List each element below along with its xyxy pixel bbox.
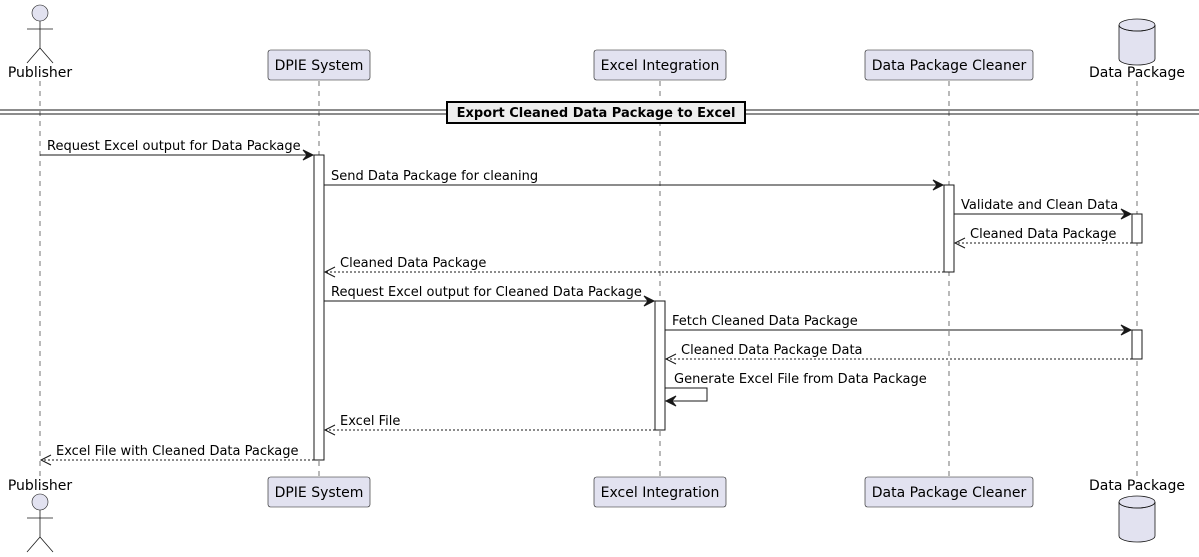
message-arrowhead [1120, 324, 1133, 336]
divider-label: Export Cleaned Data Package to Excel [457, 106, 736, 121]
activation-bar-dpie [313, 154, 325, 461]
message-label: Cleaned Data Package Data [681, 343, 863, 358]
participant-box [267, 476, 371, 508]
message-3: Validate and Clean Data [954, 198, 1133, 220]
message-arrowhead [664, 353, 677, 365]
message-7: Fetch Cleaned Data Package [665, 314, 1133, 336]
message-6: Request Excel output for Cleaned Data Pa… [324, 285, 656, 307]
participant-excel-bottom: Excel Integration [593, 476, 727, 508]
participant-dpie-top: DPIE System [267, 49, 371, 81]
database-icon [1118, 495, 1156, 543]
message-2: Send Data Package for cleaning [324, 169, 945, 191]
message-8: Cleaned Data Package Data [664, 343, 1132, 365]
message-arrowhead [664, 395, 677, 407]
message-10: Excel File [323, 414, 655, 436]
participant-box [864, 476, 1034, 508]
message-label: Request Excel output for Cleaned Data Pa… [331, 285, 642, 300]
message-5: Cleaned Data Package [323, 256, 944, 278]
participant-cleaner-top: Data Package Cleaner [864, 49, 1034, 81]
activation-bar-excel [654, 300, 666, 431]
database-icon [1118, 18, 1156, 66]
message-label: Excel File [340, 414, 400, 429]
participant-label: Excel Integration [601, 485, 720, 501]
message-4: Cleaned Data Package [953, 227, 1132, 249]
message-label: Validate and Clean Data [961, 198, 1118, 213]
message-label: Fetch Cleaned Data Package [672, 314, 858, 329]
participant-label: Data Package [1089, 65, 1185, 81]
participant-label: Excel Integration [601, 58, 720, 74]
message-9: Generate Excel File from Data Package [664, 372, 927, 407]
message-arrowhead [323, 424, 336, 436]
message-label: Generate Excel File from Data Package [674, 372, 927, 387]
participant-cleaner-bottom: Data Package Cleaner [864, 476, 1034, 508]
activation-bar-cleaner [943, 184, 955, 273]
message-arrowhead [39, 454, 52, 466]
participant-label: Publisher [8, 65, 73, 81]
message-arrowhead [302, 149, 315, 161]
message-label: Send Data Package for cleaning [331, 169, 538, 184]
participant-excel-top: Excel Integration [593, 49, 727, 81]
message-arrowhead [953, 237, 966, 249]
activation-bar-package [1131, 213, 1143, 244]
message-1: Request Excel output for Data Package [40, 139, 315, 161]
actor-icon [26, 493, 54, 553]
message-arrowhead [643, 295, 656, 307]
message-arrowhead [323, 266, 336, 278]
participant-label: Publisher [8, 478, 73, 494]
participant-label: DPIE System [275, 58, 364, 74]
participant-box [593, 49, 727, 81]
participant-box [593, 476, 727, 508]
participant-dpie-bottom: DPIE System [267, 476, 371, 508]
participant-box [864, 49, 1034, 81]
message-label: Request Excel output for Data Package [47, 139, 301, 154]
participant-publisher-bottom: Publisher [8, 478, 73, 553]
message-arrowhead [1120, 208, 1133, 220]
participant-publisher-top: Publisher [8, 4, 73, 81]
participant-label: Data Package Cleaner [872, 58, 1027, 74]
message-11: Excel File with Cleaned Data Package [39, 444, 314, 466]
participant-label: DPIE System [275, 485, 364, 501]
participant-package-top: Data Package [1089, 18, 1185, 81]
participant-package-bottom: Data Package [1089, 478, 1185, 543]
actor-icon [26, 4, 54, 64]
participant-label: Data Package [1089, 478, 1185, 494]
message-label: Cleaned Data Package [970, 227, 1116, 242]
participant-label: Data Package Cleaner [872, 485, 1027, 501]
participant-box [267, 49, 371, 81]
message-arrowhead [932, 179, 945, 191]
activation-bar-package [1131, 329, 1143, 360]
message-label: Excel File with Cleaned Data Package [56, 444, 299, 459]
divider-box [446, 101, 746, 124]
message-line [665, 387, 708, 402]
message-label: Cleaned Data Package [340, 256, 486, 271]
